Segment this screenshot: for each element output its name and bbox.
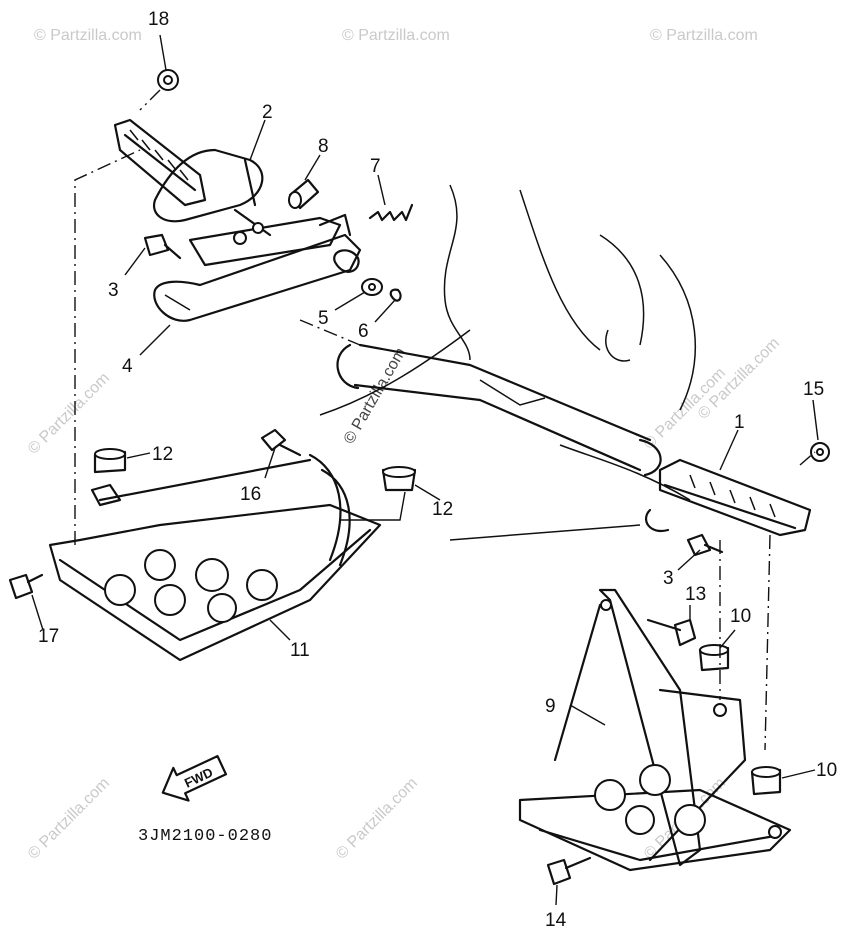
- callout-15: 15: [803, 379, 824, 400]
- grommet-right-lower: [750, 766, 782, 796]
- callout-3: 3: [108, 280, 119, 301]
- callout-9: 9: [545, 696, 556, 717]
- drawing-code: 3JM2100-0280: [138, 827, 272, 846]
- watermark: © Partzilla.com: [342, 27, 450, 44]
- watermark: © Partzilla.com: [25, 370, 113, 458]
- nut-top: [157, 69, 179, 91]
- callout-16: 16: [240, 484, 261, 505]
- bolt-upper: [143, 233, 182, 260]
- callout-2: 2: [262, 102, 273, 123]
- grommet-right-upper: [698, 644, 730, 672]
- watermark: © Partzilla.com: [333, 775, 421, 863]
- forward-arrow-icon: FWD: [161, 755, 228, 802]
- footrest-bracket-left: [152, 148, 342, 267]
- callout-13: 13: [685, 584, 706, 605]
- callout-7: 7: [370, 156, 381, 177]
- grommet-left: [93, 448, 127, 474]
- bolt-13: [646, 618, 697, 647]
- bolt-14: [546, 856, 592, 886]
- bolt-lower: [686, 533, 724, 557]
- watermark: © Partzilla.com: [25, 775, 113, 863]
- callout-6: 6: [358, 321, 369, 342]
- callout-12-center: 12: [432, 499, 453, 520]
- callout-10-lower: 10: [816, 760, 837, 781]
- watermark: © Partzilla.com: [34, 27, 142, 44]
- footrest-guard-right: [518, 588, 792, 872]
- bolt-16: [260, 428, 302, 457]
- spring: [368, 203, 414, 222]
- bolt-17: [8, 573, 44, 600]
- callout-18: 18: [148, 9, 169, 30]
- watermark: © Partzilla.com: [341, 345, 410, 447]
- watermark-group: © Partzilla.com © Partzilla.com © Partzi…: [25, 27, 783, 863]
- callout-10: 10: [730, 606, 751, 627]
- callout-3-lower: 3: [663, 568, 674, 589]
- callout-17: 17: [38, 626, 59, 647]
- pin: [288, 178, 320, 210]
- callout-8: 8: [318, 136, 329, 157]
- cotter-clip: [389, 288, 402, 302]
- brake-pedal: [153, 213, 362, 322]
- leader-lines: [31, 34, 819, 906]
- callout-1: 1: [734, 412, 745, 433]
- grommet-center: [381, 466, 417, 492]
- assembly-lines: [74, 89, 816, 751]
- washer: [361, 278, 383, 296]
- frame-outline: [319, 184, 696, 541]
- callout-11: 11: [290, 640, 310, 661]
- callout-4: 4: [122, 356, 133, 377]
- callout-5: 5: [318, 308, 329, 329]
- callout-12: 12: [152, 444, 173, 465]
- callout-14: 14: [545, 910, 567, 931]
- watermark: © Partzilla.com: [650, 27, 758, 44]
- footpeg-right: [644, 458, 812, 537]
- nut-right: [810, 442, 830, 462]
- footpeg-left-upper: [113, 118, 207, 207]
- callout-labels: 18 2 8 7 3 5 6 4 12 16 12 1 15 17 11 3 1…: [38, 9, 837, 931]
- footrest-guard-left: [48, 453, 382, 662]
